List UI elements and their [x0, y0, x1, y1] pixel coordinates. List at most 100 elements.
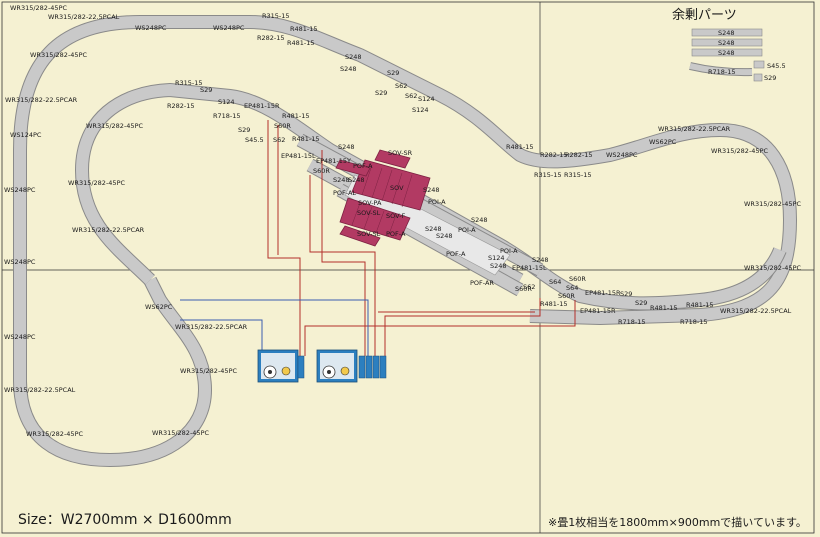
track-part-label: S60R [558, 292, 575, 300]
spare-parts-title: 余剰パーツ [672, 7, 737, 23]
track-part-label: WR315/282-22.5PCAR [72, 226, 145, 234]
spare-label: S45.5 [767, 62, 786, 70]
feeder-wiring [180, 120, 576, 356]
track-part-label: S248 [348, 176, 365, 184]
track-part-label: POF-A [446, 250, 466, 258]
track-part-label: R282-15 [565, 151, 593, 159]
track-part-label: R481-15 [540, 300, 568, 308]
spare-label: S248 [718, 39, 735, 47]
track-part-label: R718-15 [213, 112, 241, 120]
track-part-label: SOV-F [386, 212, 406, 220]
track-part-label: R481-15 [282, 112, 310, 120]
track-part-label: S62 [523, 283, 535, 291]
track-part-label: POI-A [458, 226, 476, 234]
track-part-label: S29 [387, 69, 399, 77]
track-part-label: EP481-15L [512, 264, 547, 272]
track-part-label: WR315/282-45PC [744, 200, 801, 208]
track-part-label: S124 [418, 95, 435, 103]
track-part-label: S248 [436, 232, 453, 240]
track-part-label: WR315/282-45PC [30, 51, 87, 59]
track-part-label: S248 [490, 262, 507, 270]
outer-loop-track [13, 15, 797, 467]
track-part-label: EP481-15R [244, 102, 280, 110]
track-part-label: EP481-15R [580, 307, 616, 315]
track-part-label: WR315/282-22.5PCAR [658, 125, 731, 133]
track-part-label: WR315/282-45PC [10, 4, 67, 12]
track-part-label: S29 [375, 89, 387, 97]
track-part-label: S29 [200, 86, 212, 94]
track-part-label: S248 [345, 53, 362, 61]
track-part-label: WR315/282-22.5PCAR [175, 323, 248, 331]
track-part-label: R282-15 [167, 102, 195, 110]
spare-part-labels: S248 S248 S248 S45.5 R718-15 S29 [708, 29, 786, 82]
track-part-label: POF-A [386, 230, 406, 238]
track-part-label: WR315/282-45PC [744, 264, 801, 272]
track-part-label: POF-AL [333, 189, 356, 197]
track-part-label: S29 [620, 290, 632, 298]
track-part-label: R481-15 [686, 301, 714, 309]
spare-parts [689, 28, 765, 82]
track-part-label: S248 [338, 143, 355, 151]
track-part-label: WS248PC [4, 186, 36, 194]
track-part-label: WR315/282-45PC [26, 430, 83, 438]
track-part-label: S60R [569, 275, 586, 283]
turnout-switches[interactable] [297, 355, 387, 379]
track-part-label: S60R [515, 285, 532, 293]
track-part-label: EP481-15Y [316, 157, 351, 165]
track-part-label: WS62PC [145, 303, 173, 311]
track-part-label: S248 [333, 176, 350, 184]
track-part-label: SOV-SL [357, 230, 381, 238]
track-part-label: S45.5 [245, 136, 264, 144]
spare-label: S29 [764, 74, 776, 82]
track-part-label: R282-15 [257, 34, 285, 42]
track-part-label: S64 [566, 284, 578, 292]
track-part-label: R315-15 [564, 171, 592, 179]
track-part-label: WR315/282-22.5PCAL [4, 386, 76, 394]
track-part-label: R282-15 [540, 151, 568, 159]
track-part-label: WR315/282-45PC [86, 122, 143, 130]
track-part-label: S62 [405, 92, 417, 100]
track-part-label: EP481-15L [281, 152, 316, 160]
track-part-label: POF-A [353, 162, 373, 170]
track-part-label: R315-15 [175, 79, 203, 87]
spare-label: R718-15 [708, 68, 736, 76]
track-part-label: S62 [273, 136, 285, 144]
track-part-label: WS248PC [4, 258, 36, 266]
track-part-label: S60R [274, 122, 291, 130]
spare-label: S248 [718, 29, 735, 37]
track-part-label: WS248PC [606, 151, 638, 159]
track-part-label: POI-A [428, 198, 446, 206]
track-part-label: WR315/282-22.5PCAL [48, 13, 120, 21]
track-part-label: WR315/282-45PC [711, 147, 768, 155]
track-part-label: POI-A [500, 247, 518, 255]
track-part-label: R481-15 [506, 143, 534, 151]
power-controller-1[interactable] [257, 349, 299, 383]
track-part-label: WS248PC [4, 333, 36, 341]
track-part-label: S64 [549, 278, 561, 286]
track-part-label: WR315/282-22.5PCAL [720, 307, 792, 315]
board-scale-note: ※畳1枚相当を1800mm×900mmで描いています。 [548, 515, 807, 529]
track-part-label: S29 [635, 299, 647, 307]
track-part-label: R481-15 [290, 25, 318, 33]
station-platforms [335, 149, 431, 247]
power-controller-2[interactable] [316, 349, 358, 383]
track-part-label: WR315/282-22.5PCAR [5, 96, 78, 104]
track-part-label: WR315/282-45PC [68, 179, 125, 187]
track-part-label: R481-15 [292, 135, 320, 143]
track-part-label: SOV-SR [388, 149, 413, 157]
inner-loop-track [75, 83, 787, 311]
track-part-label: S124 [412, 106, 429, 114]
track-part-label: SOV-PA [358, 199, 382, 207]
track-part-label: R315-15 [534, 171, 562, 179]
track-part-label: R315-15 [262, 12, 290, 20]
track-part-label: R718-15 [680, 318, 708, 326]
track-part-label: S248 [340, 65, 357, 73]
track-part-label: S248 [471, 216, 488, 224]
track-part-label: WR315/282-45PC [180, 367, 237, 375]
track-part-label: S29 [238, 126, 250, 134]
track-part-label: WR315/282-45PC [152, 429, 209, 437]
track-part-label: S62 [395, 82, 407, 90]
